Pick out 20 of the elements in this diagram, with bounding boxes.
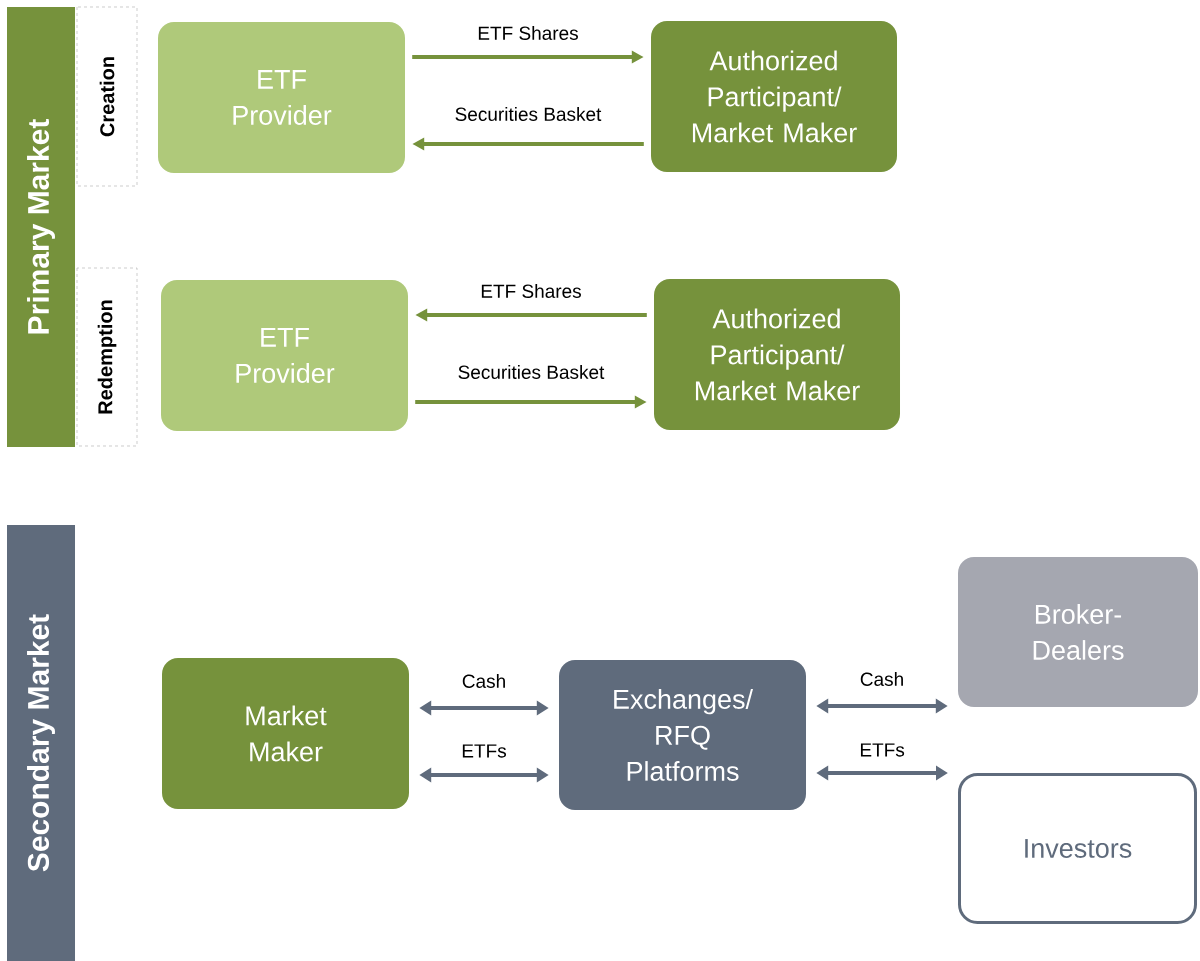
process-box: Broker-Dealers [958, 557, 1198, 707]
edge-label: Securities Basket [456, 364, 606, 380]
edge-label: Cash [858, 671, 906, 687]
edge-label: ETF Shares [476, 25, 580, 41]
edge-label: ETFs [858, 742, 906, 758]
process-box: Investors [958, 773, 1197, 924]
phase-label-box: Creation [76, 6, 138, 187]
process-box: Exchanges/ RFQ Platforms [559, 660, 806, 810]
edge-label: ETFs [460, 743, 508, 759]
process-box: Market Maker [162, 658, 409, 809]
edge-label: Cash [460, 673, 508, 689]
process-box: ETF Provider [158, 22, 405, 173]
process-box: ETF Provider [161, 280, 408, 431]
process-box: Authorized Participant/ Market Maker [654, 279, 900, 430]
edge-label: Securities Basket [453, 106, 603, 122]
edge-label: ETF Shares [479, 283, 583, 299]
section-band: Primary Market [7, 7, 75, 447]
section-band: Secondary Market [7, 525, 75, 961]
process-box: Authorized Participant/ Market Maker [651, 21, 897, 172]
phase-label-box: Redemption [76, 267, 138, 447]
